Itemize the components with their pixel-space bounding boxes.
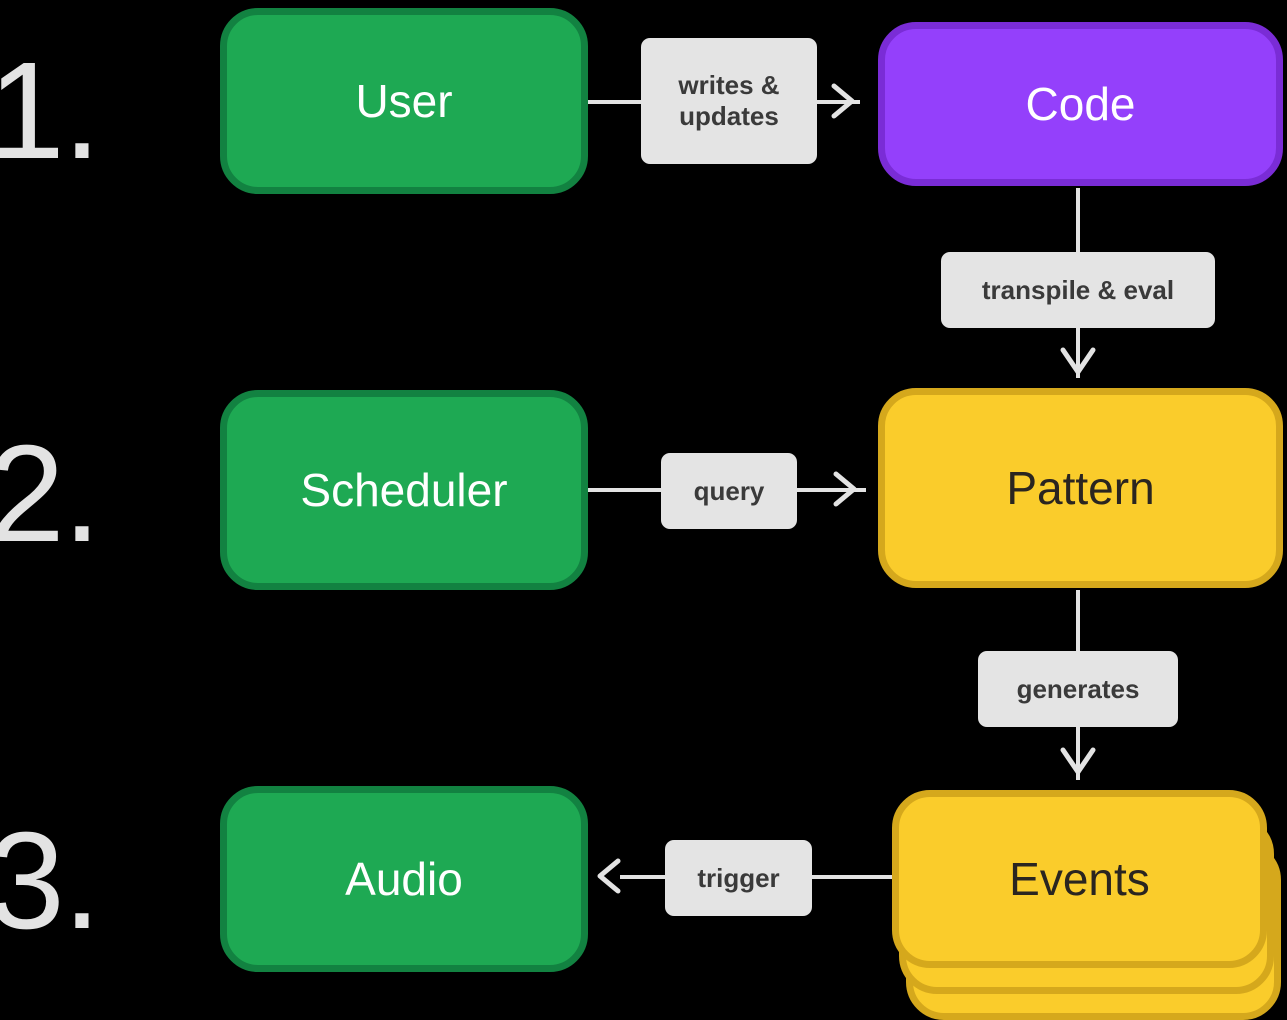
node-scheduler[interactable]: Scheduler [220, 390, 588, 590]
node-user[interactable]: User [220, 8, 588, 194]
edge-label-writes-updates-line1: writes & [678, 70, 780, 101]
edge-pattern-events-arrowhead [1060, 746, 1096, 780]
edge-label-writes-updates: writes & updates [641, 38, 817, 164]
node-audio[interactable]: Audio [220, 786, 588, 972]
edge-scheduler-pattern-arrowhead [830, 471, 860, 507]
step-number-3: 3. [0, 804, 101, 958]
step-number-2: 2. [0, 417, 101, 571]
edge-label-trigger: trigger [665, 840, 812, 916]
edge-label-generates: generates [978, 651, 1178, 727]
edge-label-transpile-eval: transpile & eval [941, 252, 1215, 328]
edge-label-trigger-text: trigger [697, 862, 780, 893]
node-user-label: User [355, 75, 453, 127]
node-scheduler-label: Scheduler [300, 464, 508, 516]
edge-label-writes-updates-line2: updates [679, 101, 779, 131]
node-events[interactable]: Events [892, 790, 1281, 1020]
node-pattern[interactable]: Pattern [878, 388, 1283, 588]
node-events-label: Events [1009, 853, 1150, 905]
edge-code-pattern-arrowhead [1060, 346, 1096, 380]
node-code[interactable]: Code [878, 22, 1283, 186]
node-code-label: Code [1025, 78, 1136, 130]
node-audio-label: Audio [345, 853, 463, 905]
edge-events-audio-arrowhead [594, 858, 624, 894]
node-events-label-wrap: Events [892, 790, 1267, 968]
edge-label-generates-text: generates [1016, 673, 1140, 704]
edge-label-query: query [661, 453, 797, 529]
edge-user-code-arrowhead [828, 83, 858, 119]
edge-label-transpile-eval-text: transpile & eval [981, 274, 1175, 305]
step-number-1: 1. [0, 34, 101, 188]
node-events-card-front [892, 790, 1267, 968]
node-pattern-label: Pattern [1006, 462, 1155, 514]
edge-label-query-text: query [693, 475, 765, 506]
